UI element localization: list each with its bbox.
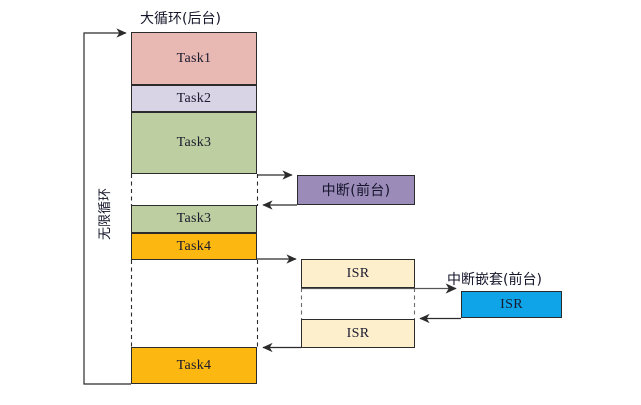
block-task3-first[interactable]: Task3 [131, 112, 257, 174]
block-task4-second[interactable]: Task4 [131, 347, 257, 384]
infinite-loop-path [83, 28, 131, 385]
infinite-loop-label: 无限循环 [98, 187, 113, 240]
block-task2[interactable]: Task2 [131, 85, 257, 112]
block-interrupt[interactable]: 中断(前台) [297, 175, 415, 205]
block-task4-first[interactable]: Task4 [131, 233, 257, 260]
block-task1[interactable]: Task1 [131, 32, 257, 85]
block-task3-second[interactable]: Task3 [131, 205, 257, 233]
block-isr-first[interactable]: ISR [301, 259, 415, 288]
block-isr-second[interactable]: ISR [301, 319, 415, 348]
nested-interrupt-title: 中断嵌套(前台) [447, 272, 542, 288]
dashed-rail-isr [300, 288, 416, 319]
main-loop-title: 大循环(后台) [140, 11, 221, 27]
block-nested-isr[interactable]: ISR [461, 291, 562, 318]
